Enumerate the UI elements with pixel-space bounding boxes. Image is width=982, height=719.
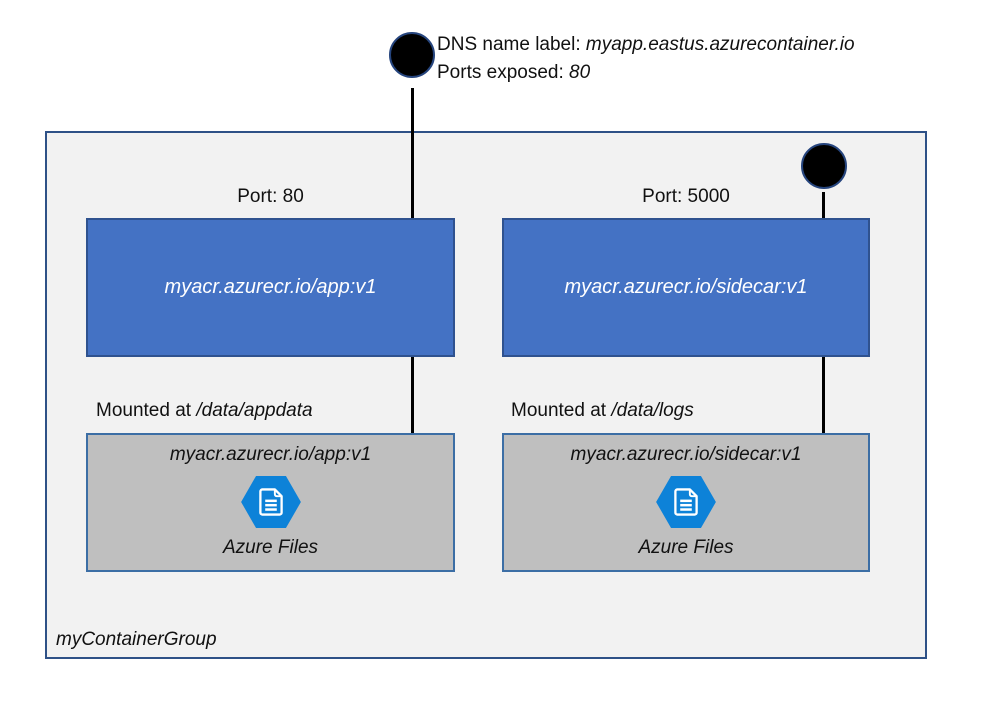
azure-files-icon — [656, 475, 716, 528]
volume-image-label: myacr.azurecr.io/app:v1 — [169, 444, 372, 465]
ports-exposed-line: Ports exposed: 80 — [437, 59, 855, 87]
public-endpoint-dot — [389, 32, 435, 78]
azure-files-icon — [240, 475, 301, 528]
ports-prefix: Ports exposed: — [437, 62, 570, 83]
container-image-sidecar: myacr.azurecr.io/sidecar:v1 — [564, 276, 808, 298]
dns-prefix: DNS name label: — [437, 34, 586, 55]
mount-label-sidecar: Mounted at /data/logs — [511, 400, 694, 422]
sidecar-endpoint-dot — [801, 143, 847, 189]
dns-annotation: DNS name label: myapp.eastus.azurecontai… — [437, 31, 855, 87]
volume-service-label: Azure Files — [638, 537, 734, 558]
port-label-app: Port: 80 — [237, 186, 304, 207]
volume-service-label: Azure Files — [222, 537, 319, 558]
container-box-app: myacr.azurecr.io/app:v1 — [86, 218, 455, 357]
mount-prefix: Mounted at — [511, 400, 612, 421]
mount-path: /data/appdata — [196, 400, 313, 421]
volume-box-sidecar: myacr.azurecr.io/sidecar:v1 Azure Files — [502, 433, 870, 572]
port-label-sidecar: Port: 5000 — [642, 186, 730, 207]
volume-image-label: myacr.azurecr.io/sidecar:v1 — [570, 444, 802, 465]
mount-label-app: Mounted at /data/appdata — [96, 400, 313, 422]
container-group-box — [45, 131, 927, 659]
ports-value: 80 — [569, 62, 591, 83]
mount-path: /data/logs — [611, 400, 694, 421]
dns-value: myapp.eastus.azurecontainer.io — [585, 34, 855, 55]
container-image-app: myacr.azurecr.io/app:v1 — [164, 276, 377, 298]
container-box-sidecar: myacr.azurecr.io/sidecar:v1 — [502, 218, 870, 357]
volume-box-app: myacr.azurecr.io/app:v1 Azure Files — [86, 433, 455, 572]
container-group-label: myContainerGroup — [56, 629, 217, 650]
mount-prefix: Mounted at — [96, 400, 197, 421]
dns-name-line: DNS name label: myapp.eastus.azurecontai… — [437, 31, 855, 59]
